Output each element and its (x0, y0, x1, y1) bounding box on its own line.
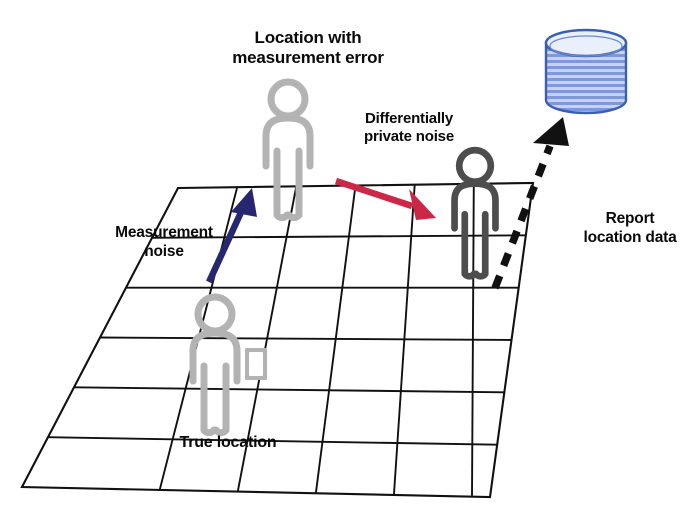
grid-line-h-4 (73, 386, 506, 394)
grid-line-v-3 (315, 184, 357, 493)
person-leg-bottoms (273, 211, 303, 222)
person-body (262, 114, 314, 170)
arrow-head (231, 188, 257, 217)
label-location-with-measurement-error: Location with measurement error (232, 28, 384, 68)
mobile-device-icon (245, 348, 267, 380)
perspective-grid (20, 181, 535, 499)
grid-line-v-2 (237, 185, 298, 492)
person-body (189, 329, 241, 385)
person-legs (461, 210, 489, 278)
database-top-inner-ellipse (549, 35, 623, 57)
person-noisy-reported (451, 146, 499, 280)
person-body (451, 180, 499, 232)
person-legs (273, 147, 303, 219)
person-legs (200, 362, 230, 434)
arrow-measurement-noise (206, 188, 257, 284)
arrow-shaft (206, 206, 246, 284)
grid-line-h-3 (99, 336, 513, 341)
person-true-location (189, 293, 241, 437)
label-measurement-noise: Measurement noise (115, 224, 213, 260)
arrow-differentially-private-noise (334, 177, 436, 220)
database-body (544, 41, 628, 115)
person-head (267, 78, 309, 120)
person-head (194, 293, 236, 335)
person-leg-bottoms (200, 426, 230, 437)
arrow-head (533, 117, 569, 146)
grid-line-v-5 (471, 182, 475, 497)
device-screen (249, 352, 263, 376)
person-location-with-error (262, 78, 314, 222)
label-differentially-private-noise: Differentially private noise (364, 110, 454, 145)
person-head (455, 146, 495, 186)
arrow-head (409, 189, 436, 220)
arrow-report-location-data (491, 117, 569, 290)
grid-line-v-4 (393, 183, 416, 495)
label-true-location: True location (179, 434, 277, 451)
arrow-shaft (491, 144, 554, 290)
label-report-location-data: Report location data (583, 210, 677, 246)
person-leg-bottoms (461, 270, 489, 280)
grid-line-h-5 (47, 436, 499, 446)
arrow-shaft (334, 177, 414, 210)
database-cylinder-icon (544, 28, 628, 115)
